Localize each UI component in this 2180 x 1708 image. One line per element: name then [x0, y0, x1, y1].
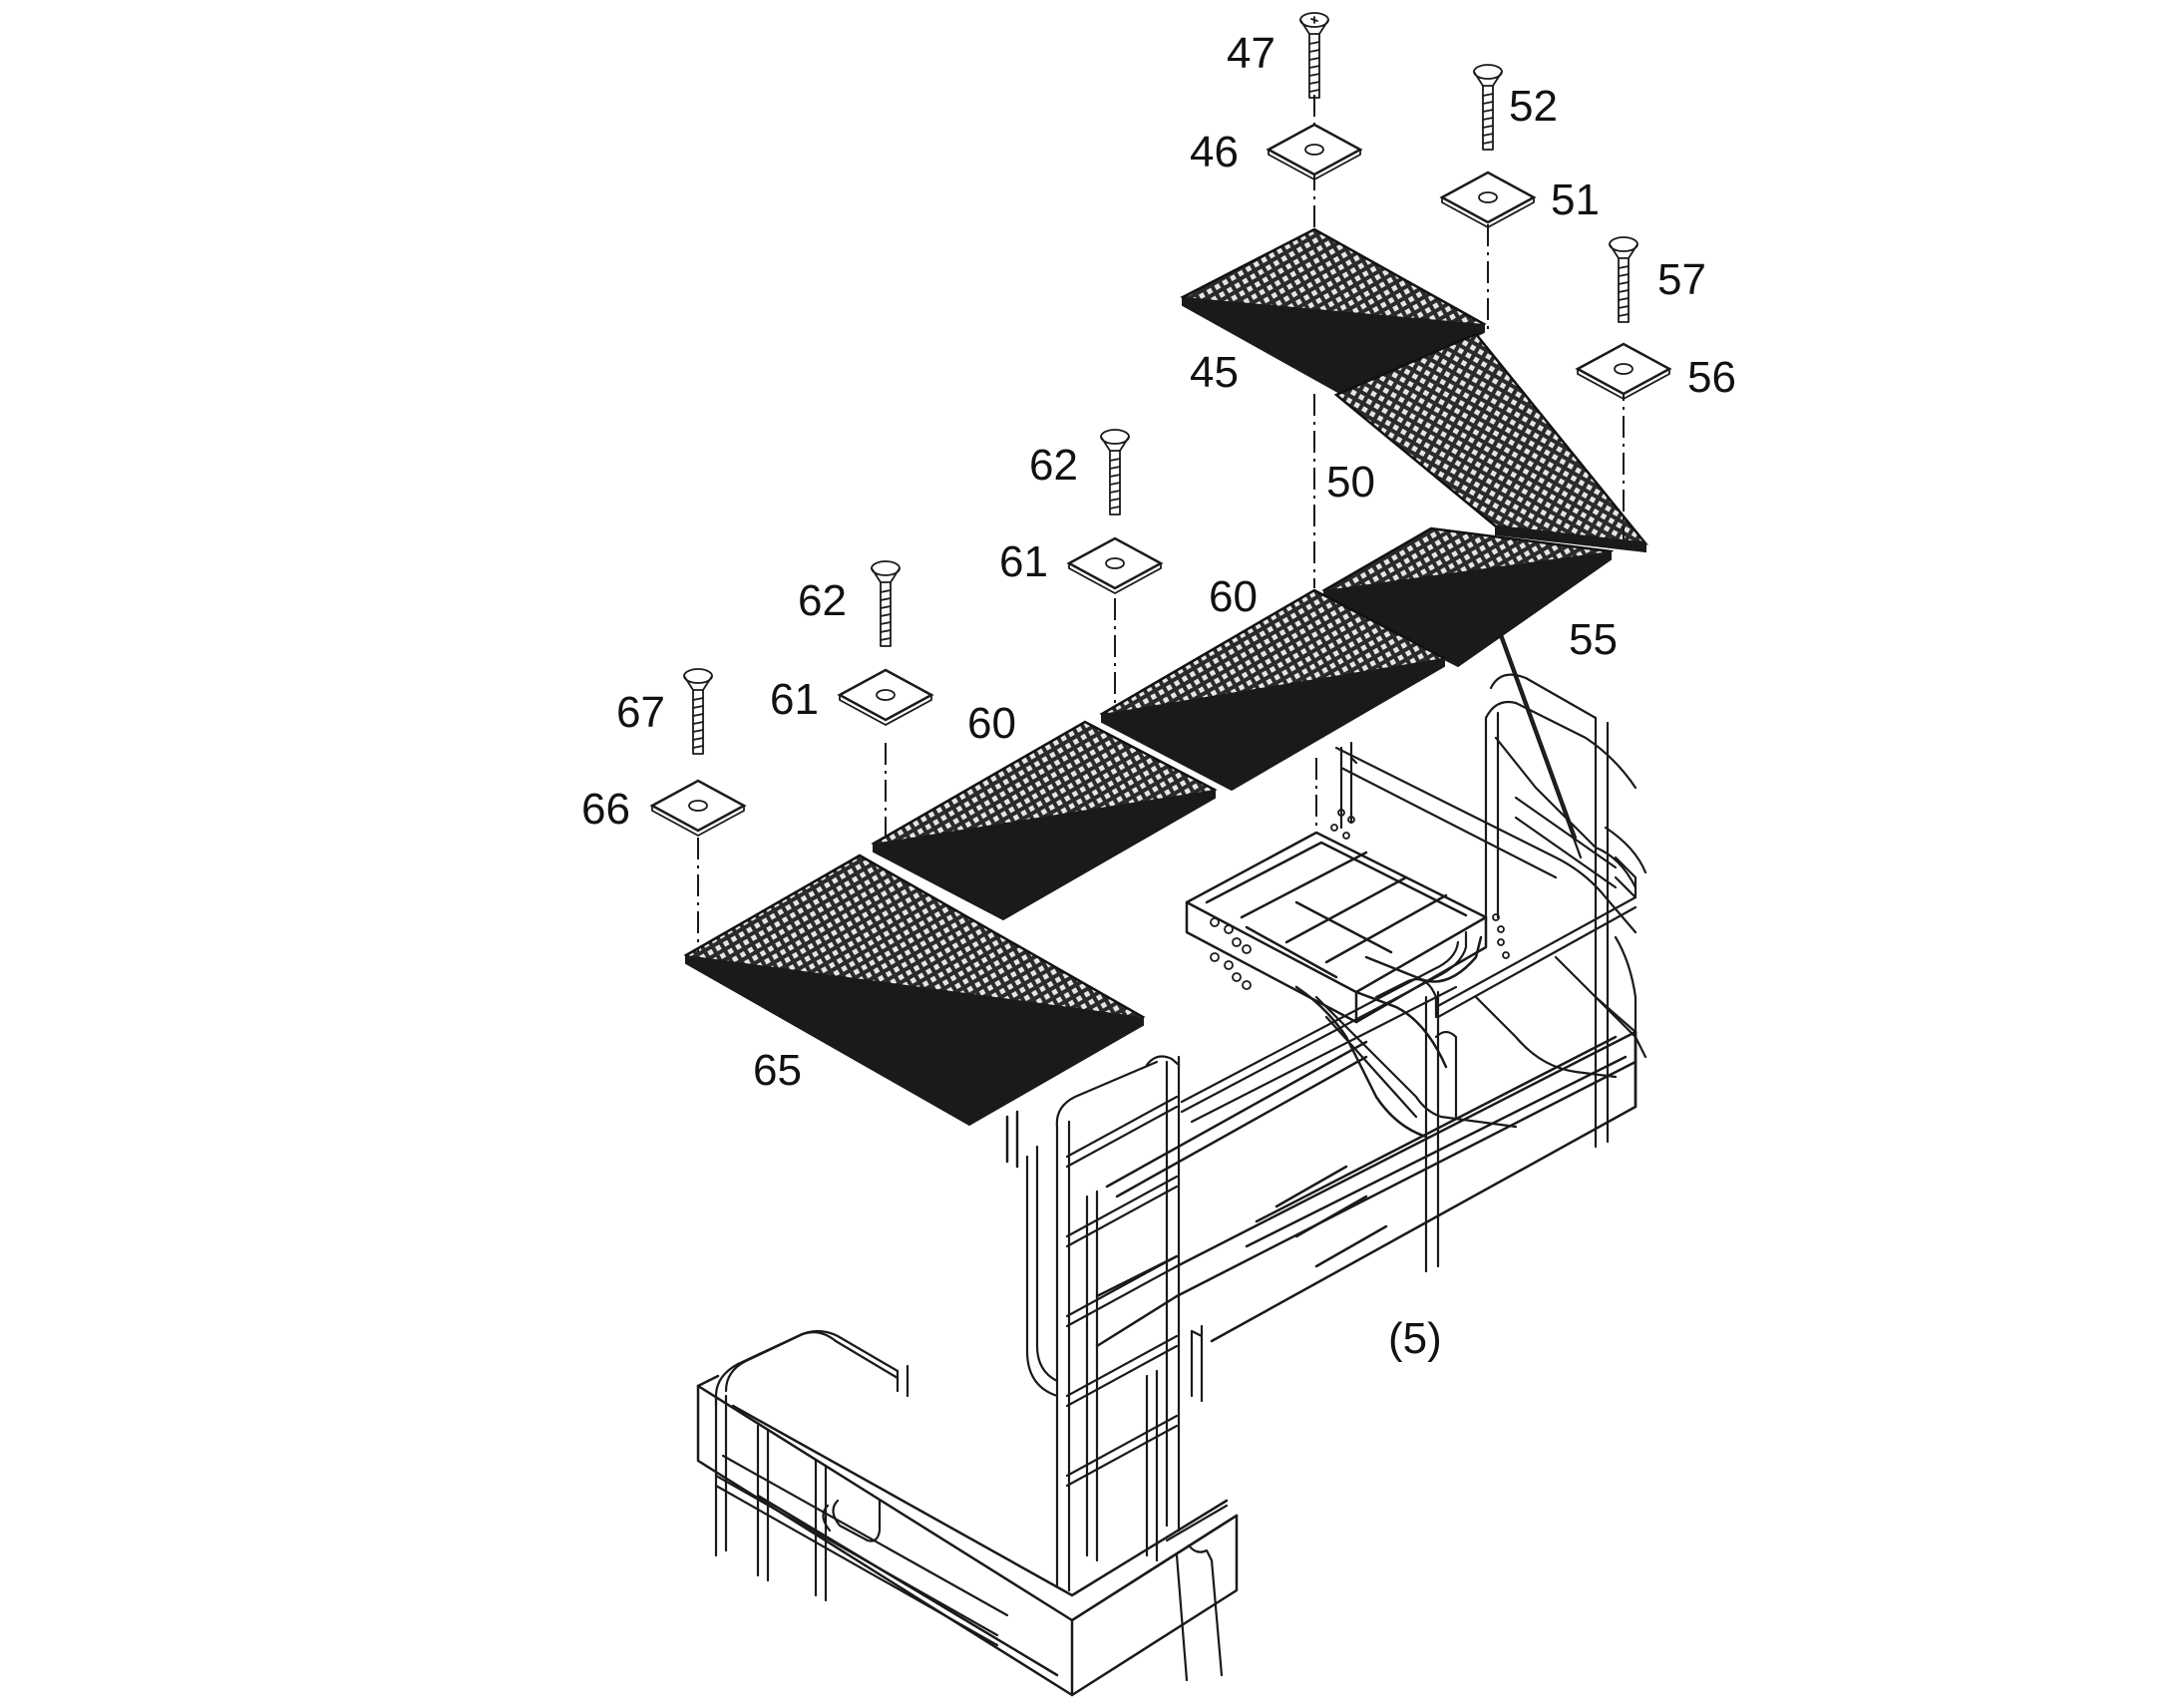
bolt-62-right — [1100, 429, 1130, 515]
callout-45: 45 — [1190, 348, 1239, 397]
callout-66: 66 — [581, 785, 630, 834]
washer-51 — [1439, 171, 1537, 228]
grating-50 — [1333, 332, 1648, 553]
callout-50: 50 — [1326, 458, 1375, 507]
grating-65 — [683, 854, 1146, 1127]
bolt-47 — [1299, 12, 1329, 99]
washer-61-right — [1066, 536, 1164, 594]
callout-labels: 47 46 52 51 57 56 45 50 55 62 61 60 62 6… — [581, 29, 1736, 1363]
callout-67: 67 — [616, 688, 665, 737]
bolt-57 — [1609, 236, 1638, 323]
stair-and-rails — [1334, 673, 1647, 1149]
callout-57: 57 — [1657, 255, 1706, 304]
grating-panels — [683, 227, 1648, 1127]
callout-65: 65 — [753, 1046, 802, 1095]
washer-plates — [649, 123, 1672, 837]
grating-55 — [1321, 526, 1615, 668]
callout-56: 56 — [1687, 353, 1736, 402]
bolt-52 — [1473, 64, 1503, 151]
washer-46 — [1266, 123, 1363, 180]
ladder — [1025, 1055, 1229, 1682]
washer-61-left — [837, 668, 934, 726]
callout-60-right: 60 — [1209, 572, 1258, 621]
upper-landing — [1185, 831, 1488, 1139]
grating-60-right — [1099, 588, 1447, 792]
callout-62-right: 62 — [1029, 441, 1078, 490]
callout-5-structure: (5) — [1388, 1314, 1442, 1363]
walkway-railings — [1180, 895, 1637, 1273]
callout-51: 51 — [1551, 175, 1600, 224]
callout-55: 55 — [1569, 615, 1618, 664]
callout-60-left: 60 — [967, 699, 1016, 748]
callout-47: 47 — [1227, 29, 1275, 78]
callout-61-left: 61 — [770, 675, 819, 724]
washer-66 — [649, 779, 747, 837]
bolts — [683, 12, 1638, 755]
callout-61-right: 61 — [999, 537, 1048, 586]
walkway-frame — [1005, 1030, 1637, 1348]
bolt-67 — [683, 668, 713, 755]
grating-60-left — [871, 720, 1218, 921]
callout-46: 46 — [1190, 128, 1239, 176]
callout-52: 52 — [1509, 82, 1558, 131]
grating-45 — [1180, 227, 1487, 402]
lower-guardrail — [714, 1329, 1009, 1647]
callout-62-left: 62 — [798, 576, 847, 625]
washer-56 — [1575, 342, 1672, 400]
bolt-62-left — [871, 560, 901, 647]
landing-bolt-holes — [1210, 809, 1510, 990]
